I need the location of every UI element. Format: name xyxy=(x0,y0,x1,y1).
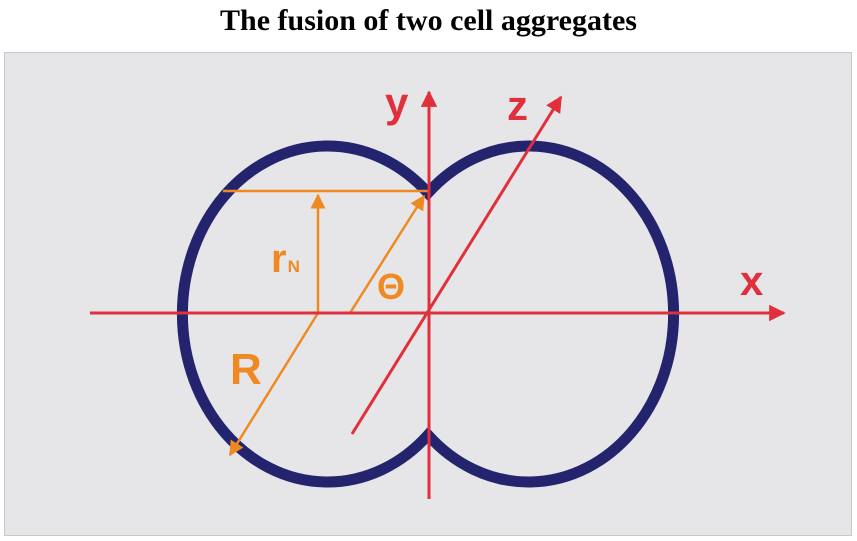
x-axis-label: x xyxy=(740,257,764,304)
y-axis-label: y xyxy=(385,79,409,126)
z-axis-label: z xyxy=(507,82,528,129)
z-axis-line xyxy=(350,95,563,435)
radius-label: R xyxy=(230,345,262,394)
neck-radius-symbol: r xyxy=(271,237,287,281)
angle-label: Θ xyxy=(377,266,405,307)
neck-radius-subscript: N xyxy=(288,257,300,276)
neck-radius-label: rN xyxy=(271,237,300,281)
figure-title: The fusion of two cell aggregates xyxy=(220,4,637,37)
angle-vector-arrow xyxy=(348,194,426,314)
radius-arrow xyxy=(228,312,320,457)
